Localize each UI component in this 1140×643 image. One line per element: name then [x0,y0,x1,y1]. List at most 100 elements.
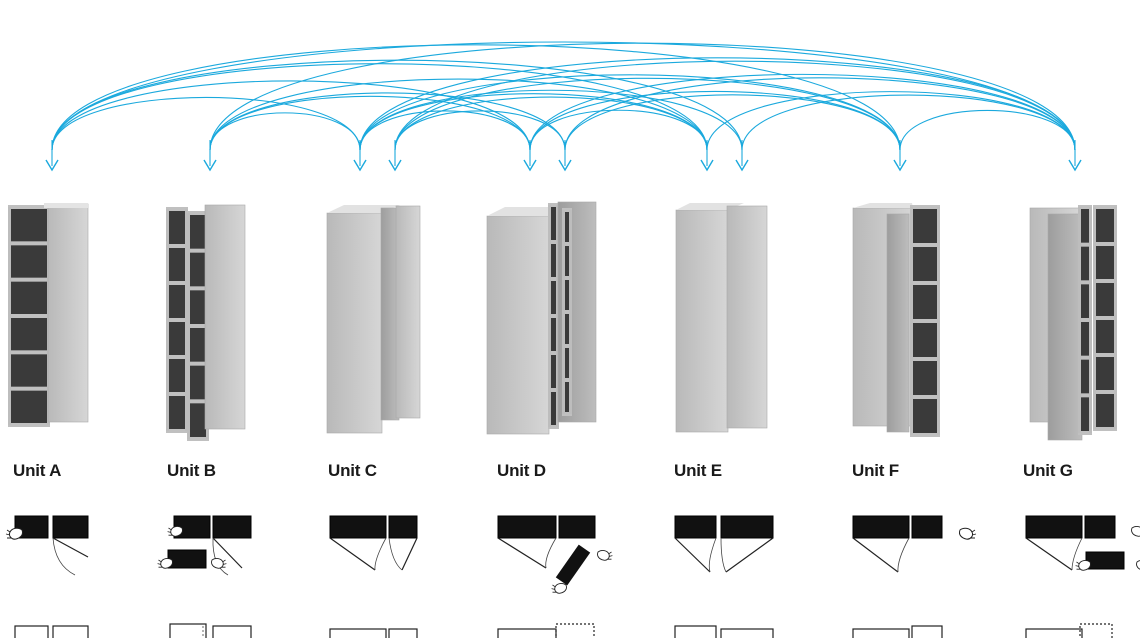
shelf-side [185,209,188,431]
plan-block [14,515,49,539]
arrowhead-icon [735,159,749,172]
unit-b-plan [157,515,252,576]
plan-outline [52,625,89,643]
shelf-board [910,243,940,247]
connection-arc [564,77,1076,151]
panel [486,215,550,435]
shelf-board [8,241,50,246]
plan-outline [852,628,910,643]
shelf-board [910,433,940,437]
connection-arc [51,41,1076,151]
unit-b-label: Unit B [167,461,216,480]
plan-outline [388,628,418,643]
shelf-board [8,277,50,282]
door-leaf [497,537,547,569]
hand-icon [157,557,173,569]
panel-top [853,203,913,208]
panel [675,209,729,433]
shelf-board [187,361,209,366]
shelf-board [1078,280,1092,285]
arrowhead-icon [558,159,572,172]
shelf-board [562,378,572,382]
shelf-board [910,357,940,361]
shelf-side [569,210,572,414]
plan-outline [555,623,595,643]
plan-block [674,515,717,539]
shelf-board [562,344,572,348]
shelf-board [548,240,559,244]
panel [1047,213,1083,441]
arrowhead-icon [700,159,714,172]
connection-arc [706,91,1076,151]
unit-d-plan [497,515,613,594]
shelf-board [1093,205,1117,209]
panel [326,212,383,434]
hand-fingers [971,529,977,539]
connection-arc [529,109,708,151]
unit-c-plan-outline [329,628,418,643]
shelf-board [548,203,559,207]
unit-plans-outline [14,623,1113,643]
shelf-board [8,205,50,209]
shelf-board [1078,242,1092,247]
shelf-board [187,286,209,291]
connection-arc [51,59,743,151]
plan-outline [497,628,557,643]
plan-block [212,515,252,539]
connection-arc [394,110,566,151]
unit-e-label: Unit E [674,461,722,480]
hand-icon [1136,560,1140,570]
door-swing [708,537,717,573]
door-swing [52,537,76,576]
shelf-board [187,211,209,215]
panel-top [487,207,562,216]
connection-arc [394,96,708,151]
door-leaf [674,537,711,573]
unit-b-model [166,204,246,441]
unit-g-plan [1025,515,1140,571]
plan-block [497,515,557,539]
connection-arc [529,73,1076,151]
shelf-side [166,209,169,431]
door-swing [388,537,403,571]
shelf-board [1078,205,1092,209]
hand-icon [959,527,977,540]
shelf-board [8,386,50,391]
panel [726,205,768,429]
plan-block [167,549,207,569]
shelf-board [8,423,50,427]
plan-outline [911,625,943,643]
plan-block [1085,551,1125,570]
shelf-board [187,324,209,328]
plan-block [1025,515,1083,539]
plan-block [558,515,596,539]
door-leaf [1025,537,1073,571]
hand-outline [170,525,183,537]
hand-outline [959,527,973,540]
hand-icon [167,525,183,537]
door-swing [545,537,557,569]
plan-block [52,515,89,539]
unit-e-plan [674,515,774,573]
plan-block [329,515,387,539]
plan-block [911,515,943,539]
arrowhead-icon [1068,159,1082,172]
shelf-side [1089,207,1092,433]
unit-f-plan-outline [852,625,943,643]
hand-outline [1136,560,1140,570]
shelf-board [1078,318,1092,322]
plan-block [852,515,910,539]
shelf-board [166,281,188,285]
unit-c-model [326,205,421,434]
shelf-board [562,412,572,416]
unit-plans [5,515,1140,594]
connection-arc [51,44,901,151]
hand-outline [554,582,567,594]
panel [886,213,910,433]
connection-arc [359,74,901,151]
unit-f-model [852,203,940,437]
door-leaf [52,537,89,558]
unit-a-model [8,203,89,427]
shelf-side [187,213,190,439]
hand-icon [597,549,613,561]
